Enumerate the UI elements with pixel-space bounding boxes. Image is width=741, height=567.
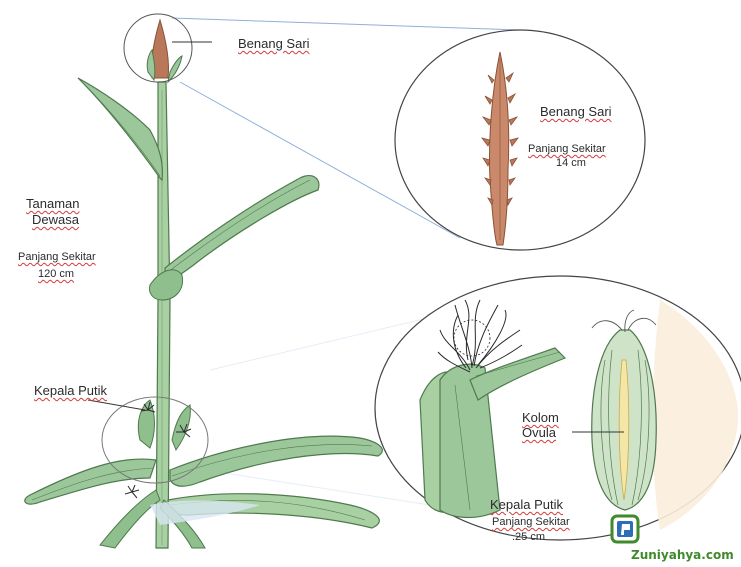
label-stamen-zoom-title: Benang Sari	[540, 104, 612, 120]
label-ovula: Ovula	[522, 425, 556, 441]
label-pistil-head: Kepala Putik	[34, 383, 107, 399]
label-stamen-length-value: 14 cm	[556, 156, 586, 170]
stamen-zoom	[395, 30, 645, 250]
pointer-pistil	[88, 400, 145, 410]
callout-line-top	[172, 18, 520, 30]
label-pistil-zoom-length-value: .25 cm	[512, 530, 545, 544]
zoom-ring-pistil	[102, 397, 208, 483]
label-adult-plant-1: Tanaman	[26, 196, 79, 212]
watermark-logo	[612, 516, 638, 542]
label-stamen-length: Panjang Sekitar	[528, 142, 606, 156]
label-adult-plant-length: Panjang Sekitar	[18, 250, 96, 264]
label-adult-plant-length-value: 120 cm	[38, 267, 74, 281]
corn-plant	[25, 20, 383, 548]
label-adult-plant-2: Dewasa	[32, 212, 79, 228]
leaf-upper-right	[165, 176, 319, 282]
label-stamen-top: Benang Sari	[238, 36, 310, 52]
label-pistil-zoom-length: Panjang Sekitar	[492, 515, 570, 529]
watermark-text: Zuniyahya.com	[631, 548, 734, 562]
zoom-circle-stamen	[395, 30, 645, 250]
label-column: Kolom	[522, 410, 559, 426]
leaf-upper-left	[78, 78, 162, 180]
label-pistil-zoom-title: Kepala Putik	[490, 497, 563, 513]
